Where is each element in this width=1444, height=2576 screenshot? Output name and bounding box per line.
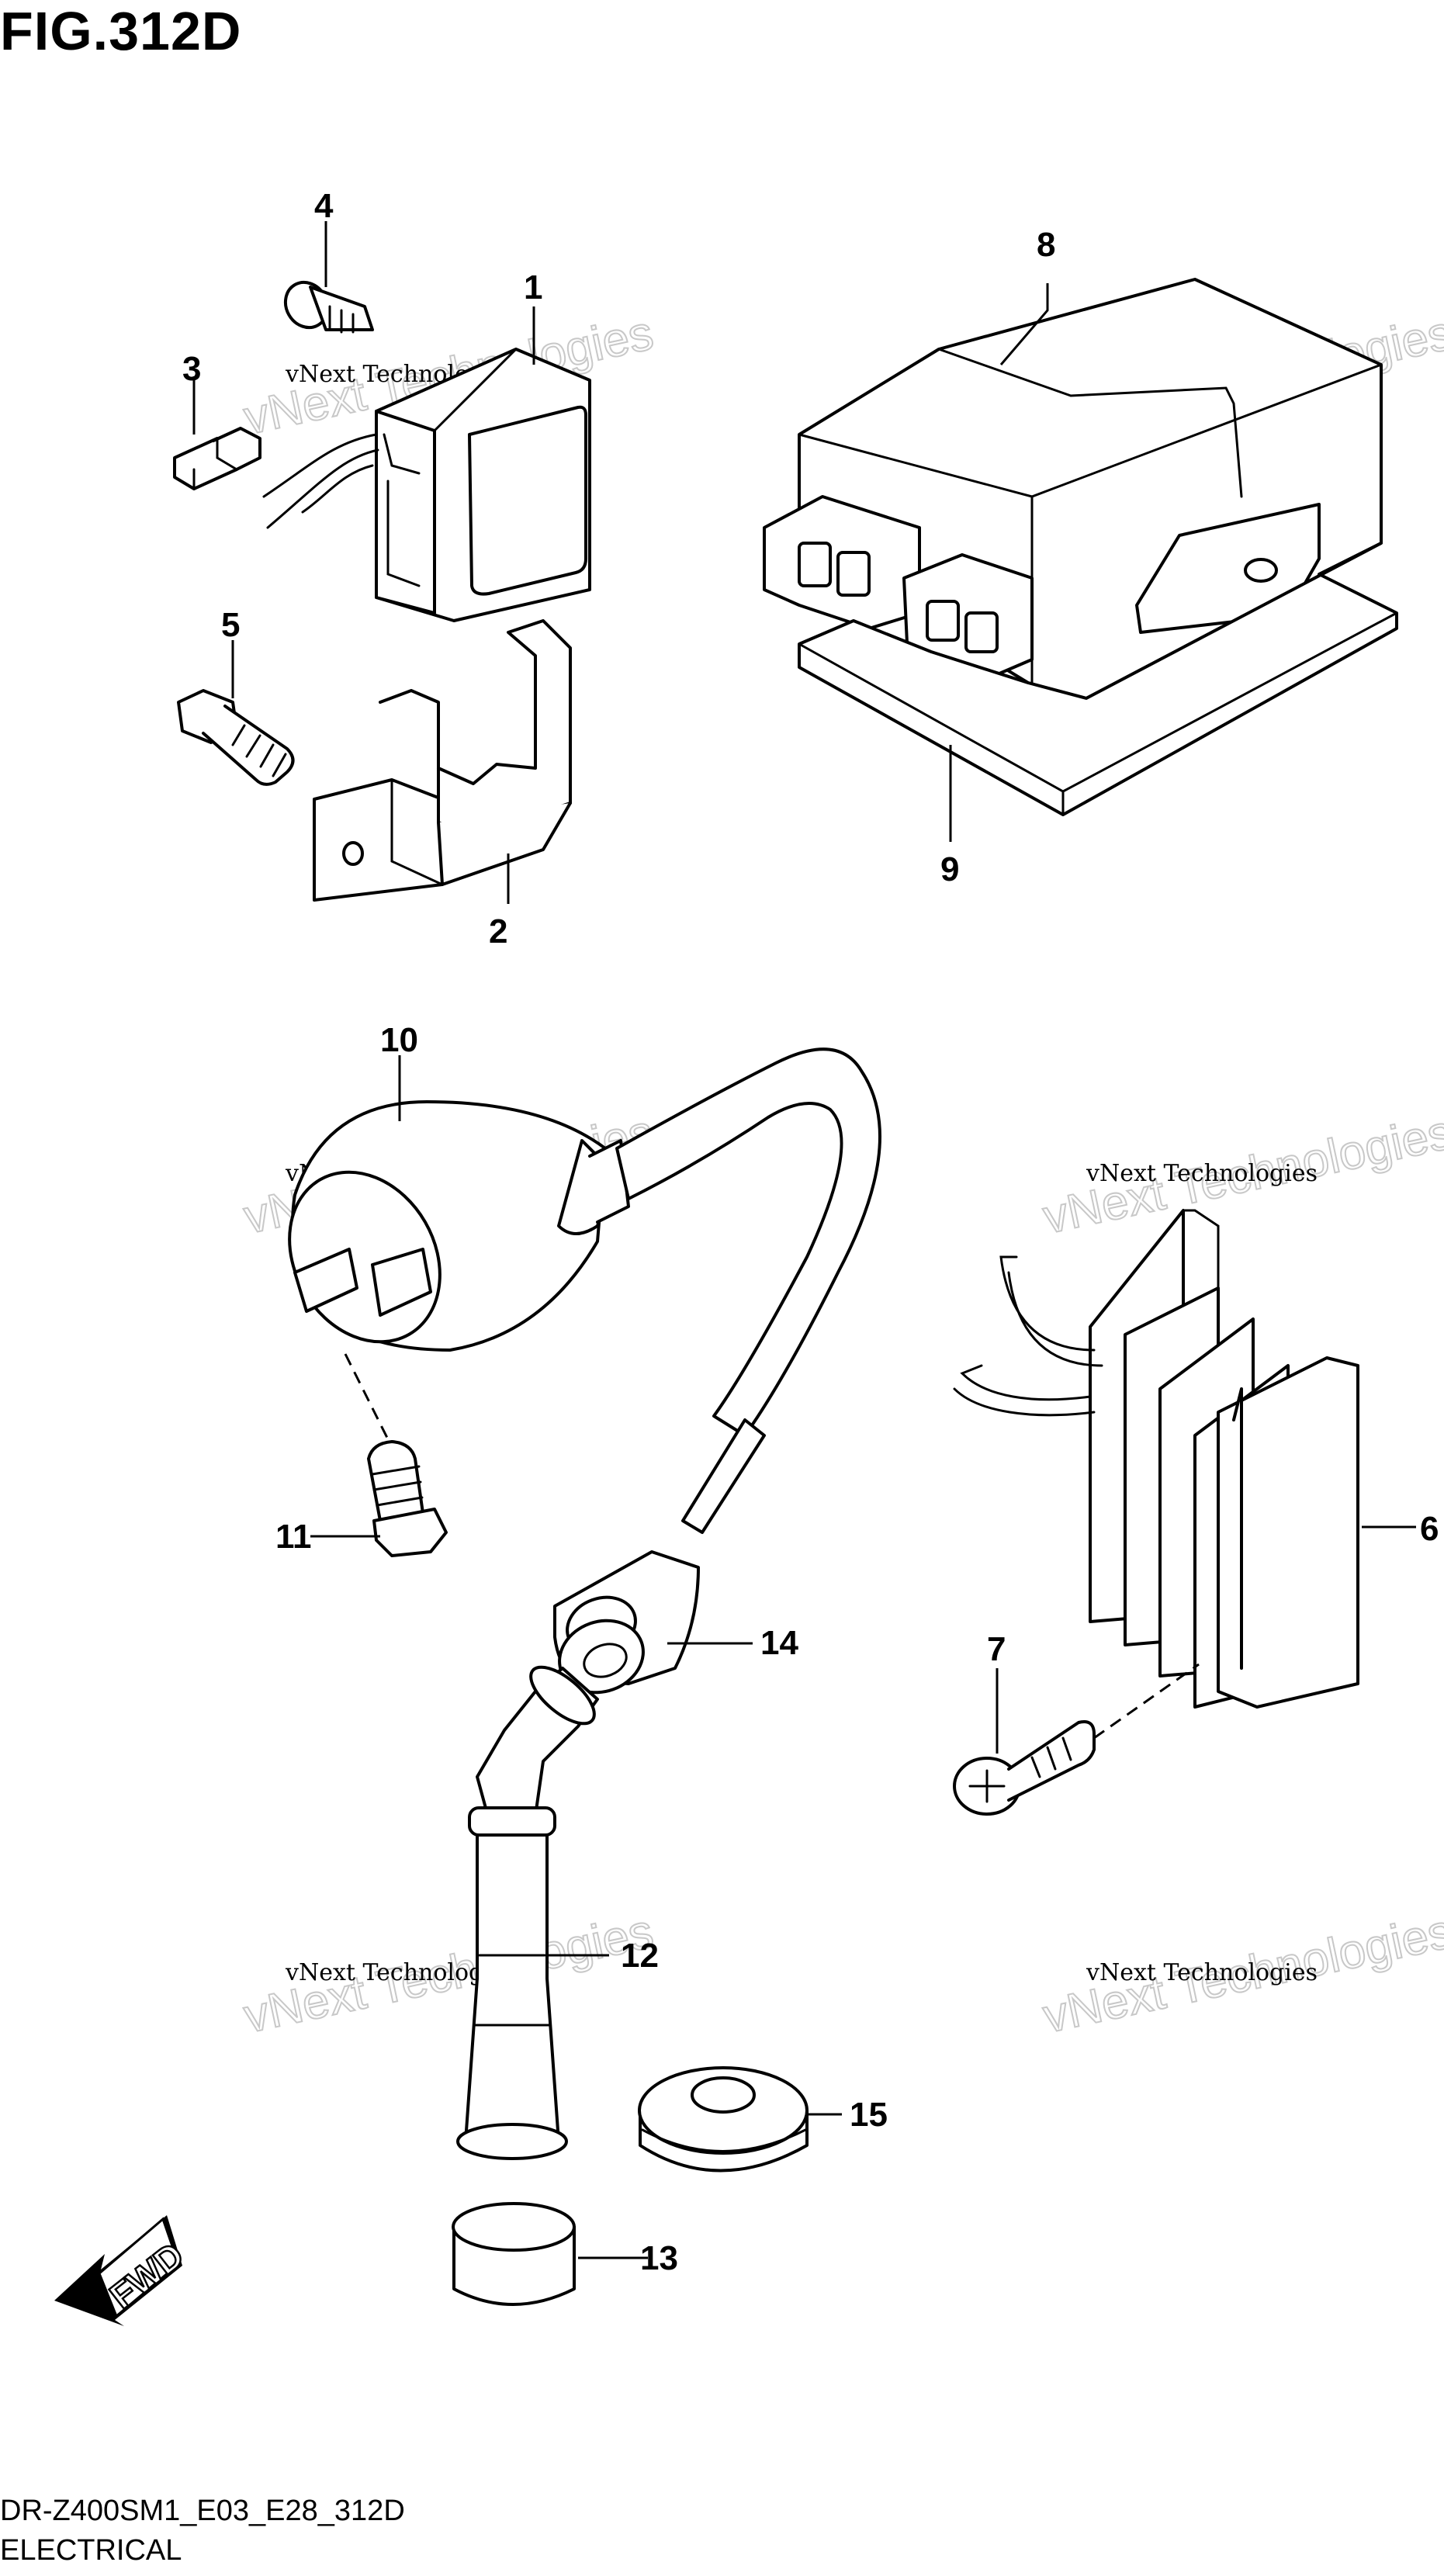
callout-3: 3 bbox=[182, 350, 201, 388]
part-7-screw[interactable] bbox=[953, 1720, 1096, 1816]
part-4-bolt[interactable] bbox=[277, 275, 374, 335]
fwd-direction-badge: FWD bbox=[54, 2215, 192, 2326]
part-15-grommet[interactable] bbox=[638, 2066, 809, 2173]
callout-8: 8 bbox=[1037, 226, 1055, 264]
callout-2: 2 bbox=[489, 912, 507, 950]
figure-title: FIG.312D bbox=[0, 1, 242, 61]
part-10-ignition-coil[interactable] bbox=[260, 1047, 881, 1534]
part-3-terminal[interactable] bbox=[173, 427, 261, 490]
callout-labels: 1 2 3 4 5 6 7 8 9 10 11 12 13 14 15 bbox=[182, 187, 1439, 2277]
part-2-bracket[interactable] bbox=[313, 619, 572, 902]
watermark-mid-right: vNext Technologies vNext Technologies bbox=[1038, 1105, 1444, 1245]
part-5-bolt[interactable] bbox=[177, 689, 295, 786]
section-name: ELECTRICAL bbox=[0, 2534, 182, 2567]
part-14-cap-seal[interactable] bbox=[549, 1550, 700, 1704]
watermark-low-left: vNext Technologies vNext Technologies bbox=[239, 1904, 659, 2045]
callout-11: 11 bbox=[275, 1518, 312, 1556]
callout-12: 12 bbox=[621, 1937, 659, 1975]
watermark-small-text: vNext Technologies bbox=[1086, 1959, 1318, 1986]
model-code: DR-Z400SM1_E03_E28_312D bbox=[0, 2495, 405, 2527]
callout-1: 1 bbox=[524, 268, 542, 306]
part-13-cap-ring[interactable] bbox=[452, 2202, 576, 2306]
callout-13: 13 bbox=[640, 2239, 678, 2277]
part-8-cdi-unit[interactable] bbox=[763, 278, 1383, 700]
callout-7: 7 bbox=[987, 1630, 1006, 1668]
part-12-plug-cap[interactable] bbox=[456, 1657, 603, 2160]
part-11-bolt[interactable] bbox=[367, 1440, 448, 1557]
assembly-line-coil-bolt bbox=[344, 1353, 390, 1440]
part-9-pad[interactable] bbox=[798, 542, 1398, 816]
callout-10: 10 bbox=[380, 1021, 418, 1059]
part-6-regulator[interactable] bbox=[953, 1209, 1359, 1709]
watermark-small-text: vNext Technologies bbox=[1086, 1160, 1318, 1187]
assembly-line-regulator-screw bbox=[1093, 1663, 1200, 1740]
callout-14: 14 bbox=[760, 1624, 798, 1662]
callout-9: 9 bbox=[940, 850, 959, 888]
part-1-relay[interactable] bbox=[262, 348, 591, 622]
callout-15: 15 bbox=[850, 2096, 888, 2134]
callout-5: 5 bbox=[221, 606, 240, 644]
leader-lines bbox=[192, 221, 1416, 2259]
watermark-low-right: vNext Technologies vNext Technologies bbox=[1038, 1904, 1444, 2045]
callout-4: 4 bbox=[314, 187, 334, 225]
callout-6: 6 bbox=[1420, 1510, 1439, 1548]
